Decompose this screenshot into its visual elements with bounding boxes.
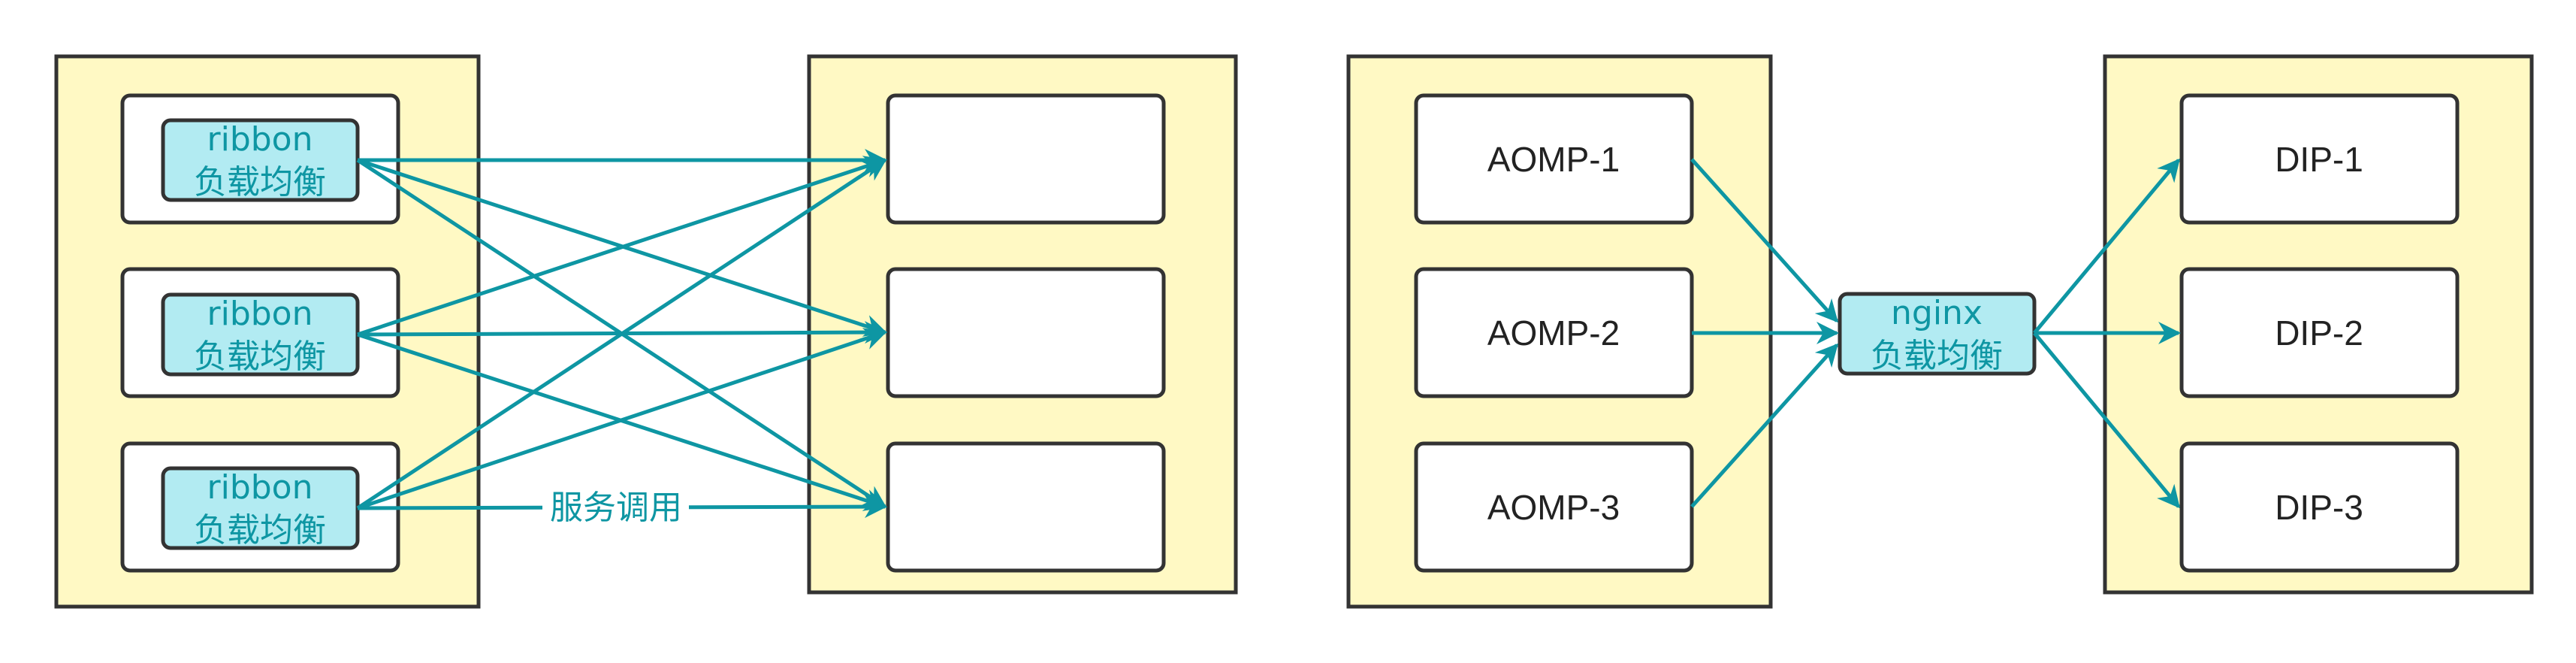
nginx-lb: nginx 负载均衡 [1838, 292, 2037, 376]
nginx-diagram: AOMP-1 AOMP-2 AOMP-3 nginx 负载均衡 DIP-1 DI… [1346, 54, 2534, 609]
ribbon-diagram: ribbon 负载均衡 ribbon 负载均衡 ribbon 负载均衡 [54, 54, 1238, 609]
consumer-node-3: ribbon 负载均衡 [120, 441, 400, 573]
call-edge [356, 158, 887, 510]
ribbon-label: ribbon [207, 295, 313, 333]
dip-node-3: DIP-3 [2179, 441, 2460, 573]
aomp-node-label: AOMP-3 [1487, 488, 1620, 527]
ribbon-label: ribbon [207, 468, 313, 507]
ribbon-label: ribbon [207, 120, 313, 159]
nginx-label: nginx [1891, 294, 1983, 332]
aomp-to-nginx-edge [1690, 158, 1839, 323]
dip-node-label: DIP-2 [2275, 313, 2363, 353]
dip-node-label: DIP-1 [2275, 140, 2363, 179]
aomp-node-label: AOMP-1 [1487, 140, 1620, 179]
provider-node-3 [886, 441, 1166, 573]
ribbon-lb-label: 负载均衡 [194, 338, 326, 376]
edge-label-bg [542, 484, 689, 529]
nginx-to-dip-edge [2033, 332, 2180, 509]
aomp-node-1: AOMP-1 [1414, 93, 1694, 225]
aomp-to-nginx-edge [1690, 343, 1839, 508]
provider-node-2 [886, 267, 1166, 398]
aomp-node-label: AOMP-2 [1487, 313, 1620, 353]
dip-node-1: DIP-1 [2179, 93, 2460, 225]
dip-node-label: DIP-3 [2275, 488, 2363, 527]
ribbon-lb-label: 负载均衡 [194, 511, 326, 549]
service-call-label: 服务调用 [550, 489, 682, 527]
aomp-node-2: AOMP-2 [1414, 267, 1694, 398]
consumer-node-1: ribbon 负载均衡 [120, 93, 400, 225]
provider-node-1 [886, 93, 1166, 225]
call-edge [357, 328, 887, 510]
aomp-node-3: AOMP-3 [1414, 441, 1694, 573]
nginx-to-dip-edge [2033, 158, 2180, 335]
nginx-lb-label: 负载均衡 [1871, 337, 2003, 375]
dip-node-2: DIP-2 [2179, 267, 2460, 398]
consumer-node-2: ribbon 负载均衡 [120, 267, 400, 398]
ribbon-lb-label: 负载均衡 [194, 163, 326, 201]
call-edge [357, 156, 887, 337]
